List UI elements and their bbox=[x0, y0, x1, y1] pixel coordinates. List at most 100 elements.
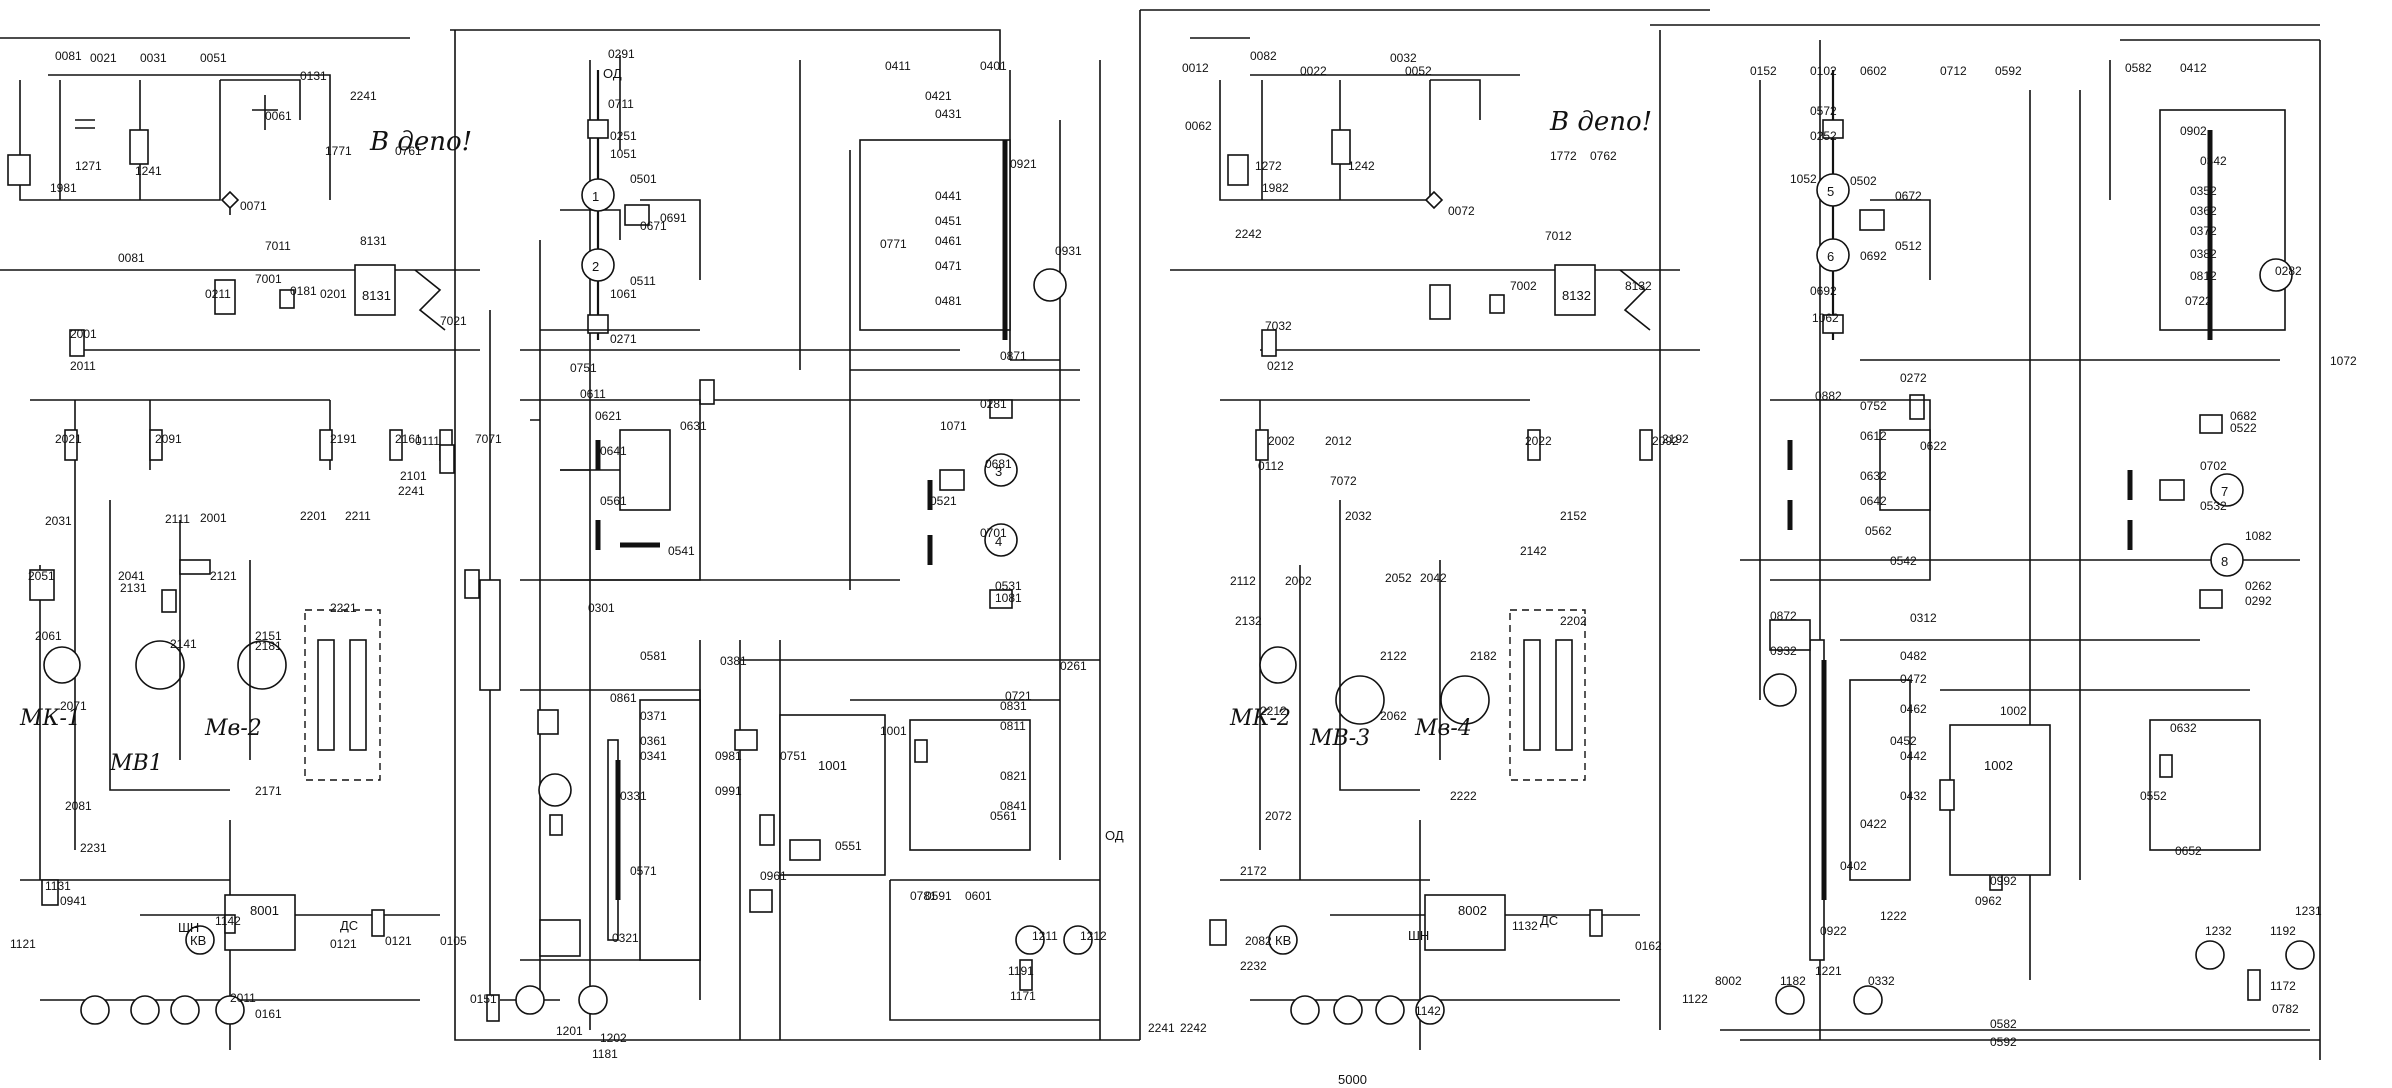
label-block-8131: 8131 bbox=[362, 288, 391, 303]
right-wire-code: 0882 bbox=[1815, 389, 1842, 403]
motor-1: 1 bbox=[581, 178, 615, 212]
left-wire-code: 0531 bbox=[995, 579, 1022, 593]
left-wire-code: 0181 bbox=[290, 284, 317, 298]
right-wire-code: 0292 bbox=[2245, 594, 2272, 608]
right-wire-code: 0902 bbox=[2180, 124, 2207, 138]
right-wire-code: 0382 bbox=[2190, 247, 2217, 261]
right-wire-code: 0272 bbox=[1900, 371, 1927, 385]
right-wire-code: 2092 bbox=[1652, 434, 1679, 448]
left-wire-code: 1241 bbox=[135, 164, 162, 178]
left-wire-code: 2171 bbox=[255, 784, 282, 798]
left-wire-code: 7011 bbox=[265, 239, 291, 253]
left-wire-code: 0501 bbox=[630, 172, 657, 186]
left-wire-code: 0401 bbox=[980, 59, 1007, 73]
left-wire-code: 1171 bbox=[1010, 989, 1036, 1003]
left-circuit bbox=[0, 10, 1141, 1050]
right-wire-code: 1231 bbox=[2295, 904, 2322, 918]
left-wire-code: 1181 bbox=[592, 1047, 618, 1061]
left-wire-code: 0471 bbox=[935, 259, 962, 273]
right-wire-code: 0032 bbox=[1390, 51, 1417, 65]
left-wire-code: 0031 bbox=[140, 51, 167, 65]
right-wire-code: 2052 bbox=[1385, 571, 1412, 585]
handwritten-note-left: В депо! bbox=[369, 127, 472, 157]
right-wire-code: 0992 bbox=[1990, 874, 2017, 888]
label-od-top: ОД bbox=[603, 66, 622, 81]
left-wire-code: 1051 bbox=[610, 147, 637, 161]
right-wire-code: 0592 bbox=[1995, 64, 2022, 78]
left-wire-code: 0831 bbox=[1000, 699, 1027, 713]
right-wire-code: 1232 bbox=[2205, 924, 2232, 938]
left-wire-code: 0751 bbox=[570, 361, 597, 375]
label-kv-left: КВ bbox=[190, 933, 206, 948]
left-wire-code: 2021 bbox=[55, 432, 82, 446]
right-wire-code: 0462 bbox=[1900, 702, 1927, 716]
left-wire-code: 0631 bbox=[680, 419, 707, 433]
left-wire-code: 1061 bbox=[610, 287, 637, 301]
left-wire-code: 2161 bbox=[395, 432, 422, 446]
right-wire-code: 0372 bbox=[2190, 224, 2217, 238]
right-wire-code: 0512 bbox=[1895, 239, 1922, 253]
left-wire-code: 0451 bbox=[935, 214, 962, 228]
left-wire-code: 0431 bbox=[935, 107, 962, 121]
left-wire-code: 0811 bbox=[1000, 719, 1026, 733]
left-wire-code: 0261 bbox=[1060, 659, 1087, 673]
right-wire-code: 0812 bbox=[2190, 269, 2217, 283]
label-od-bottom: ОД bbox=[1105, 828, 1124, 843]
left-wire-code: 2241 bbox=[350, 89, 377, 103]
left-wire-code: 0161 bbox=[255, 1007, 282, 1021]
left-wire-code: 8131 bbox=[360, 234, 387, 248]
left-wire-code: 0821 bbox=[1000, 769, 1027, 783]
motor-8-label: 8 bbox=[2221, 554, 2228, 569]
right-wire-code: 0622 bbox=[1920, 439, 1947, 453]
right-circuit bbox=[1140, 9, 2321, 1060]
motor-2-label: 2 bbox=[592, 259, 599, 274]
left-wire-code: 2221 bbox=[330, 601, 357, 615]
right-wire-code: 0572 bbox=[1810, 104, 1837, 118]
left-wire-code: 2051 bbox=[28, 569, 55, 583]
right-wire-code: 0762 bbox=[1590, 149, 1617, 163]
left-wire-code: 0081 bbox=[118, 251, 145, 265]
right-wire-code: 2152 bbox=[1560, 509, 1587, 523]
left-wire-code: 0691 bbox=[660, 211, 687, 225]
left-wire-code: 0781 bbox=[910, 889, 937, 903]
motor-7-label: 7 bbox=[2221, 484, 2228, 499]
left-wire-code: 0341 bbox=[640, 749, 667, 763]
left-wire-code: 0941 bbox=[60, 894, 87, 908]
right-wire-code: 0632 bbox=[1860, 469, 1887, 483]
right-wire-code: 2012 bbox=[1325, 434, 1352, 448]
right-wire-code: 0962 bbox=[1975, 894, 2002, 908]
right-wire-code: 0432 bbox=[1900, 789, 1927, 803]
label-shn-right: ШН bbox=[1408, 928, 1429, 943]
left-wire-code: 1001 bbox=[880, 724, 907, 738]
right-wire-code: 2232 bbox=[1240, 959, 1267, 973]
right-wire-code: 0262 bbox=[2245, 579, 2272, 593]
left-wire-code: 0861 bbox=[610, 691, 637, 705]
left-wire-code: 0551 bbox=[835, 839, 862, 853]
left-wire-code: 0561 bbox=[990, 809, 1017, 823]
left-wire-code: 0321 bbox=[612, 931, 639, 945]
left-wire-code: 1071 bbox=[940, 419, 967, 433]
right-wire-code: 0362 bbox=[2190, 204, 2217, 218]
label-block-8002: 8002 bbox=[1458, 903, 1487, 918]
left-wire-code: 0961 bbox=[760, 869, 787, 883]
right-wire-code: 1062 bbox=[1812, 311, 1839, 325]
right-wire-code: 0482 bbox=[1900, 649, 1927, 663]
right-wire-code: 1242 bbox=[1348, 159, 1375, 173]
right-wire-code: 2212 bbox=[1260, 704, 1287, 718]
right-wire-code: 0922 bbox=[1820, 924, 1847, 938]
right-wire-code: 0502 bbox=[1850, 174, 1877, 188]
left-wire-code: 2131 bbox=[120, 581, 147, 595]
handwritten-note-right: В депо! bbox=[1549, 107, 1652, 137]
left-wire-code: 1201 bbox=[556, 1024, 583, 1038]
left-wire-code: 0411 bbox=[885, 59, 911, 73]
right-wire-code: 1002 bbox=[2000, 704, 2027, 718]
left-wire-code: 0601 bbox=[965, 889, 992, 903]
left-wire-code: 1771 bbox=[325, 144, 352, 158]
right-wire-code: 0642 bbox=[1860, 494, 1887, 508]
right-wire-code: 0342 bbox=[2200, 154, 2227, 168]
left-wire-code: 0541 bbox=[668, 544, 695, 558]
left-wire-code: 0121 bbox=[385, 934, 412, 948]
left-wire-code: 2041 bbox=[118, 569, 145, 583]
left-wire-code: 0521 bbox=[930, 494, 957, 508]
